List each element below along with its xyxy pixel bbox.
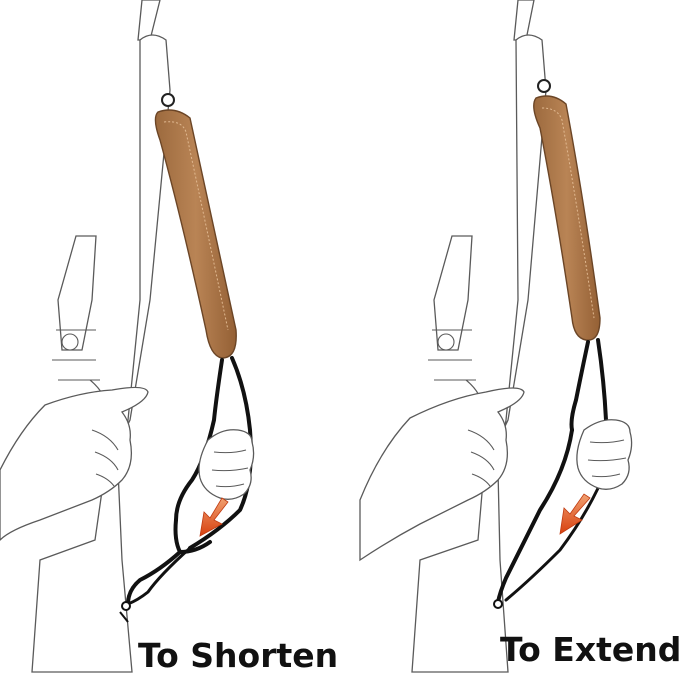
extend-arrow — [559, 493, 591, 535]
leather-pad — [533, 95, 601, 341]
gripping-hand — [0, 386, 149, 541]
gripping-hand — [359, 387, 525, 562]
rifle-barrel — [513, 0, 535, 41]
rifle-action — [57, 235, 97, 351]
pulling-hand — [576, 419, 633, 490]
rifle-action — [433, 235, 473, 351]
leather-pad — [154, 109, 237, 359]
caption-shorten: To Shorten — [138, 636, 339, 675]
shorten-arrow — [199, 497, 229, 537]
panel-extend — [359, 0, 633, 673]
rifle-barrel — [137, 0, 161, 41]
webbing-strap — [496, 338, 608, 604]
rifle-stock — [31, 34, 171, 673]
pulling-hand — [198, 429, 255, 500]
rifle-stock — [411, 34, 547, 673]
panel-shorten — [0, 0, 255, 673]
caption-extend: To Extend — [500, 630, 682, 669]
